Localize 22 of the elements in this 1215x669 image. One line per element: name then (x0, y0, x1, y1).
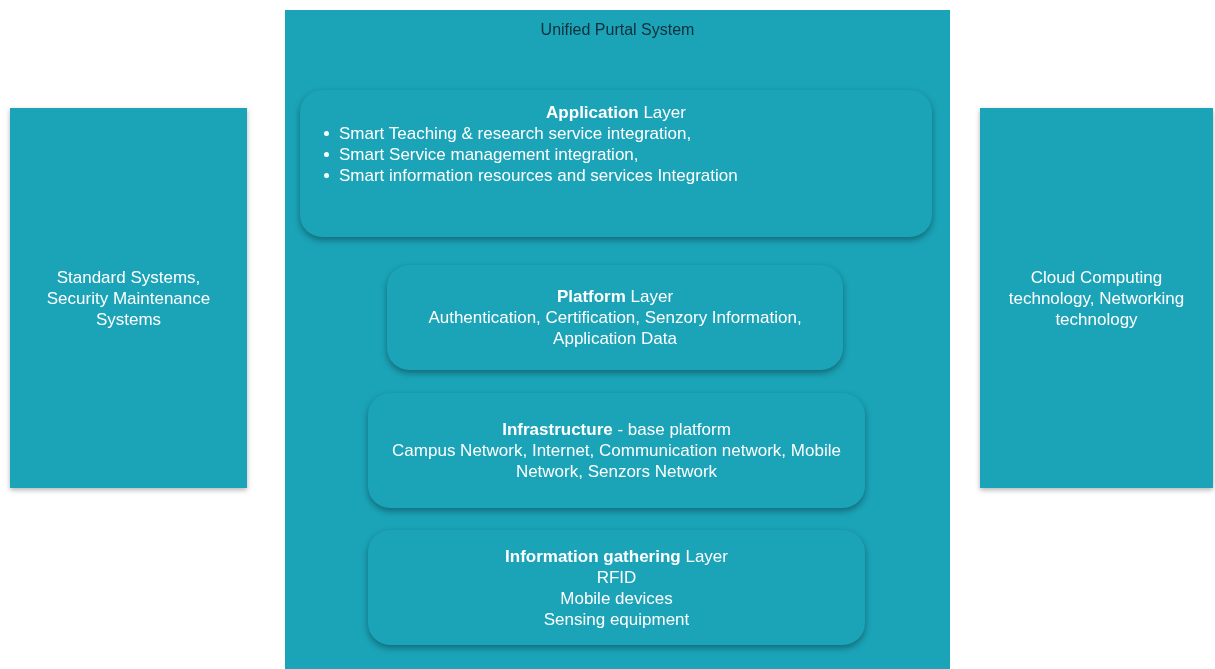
layer-text: Campus Network, Internet, Communication network, Mobile Network, Senzors Network (392, 440, 841, 482)
panel-title: Unified Purtal System (540, 20, 695, 40)
layer-card (387, 265, 843, 370)
layer-text: Standard Systems, Security Maintenance Systems (45, 266, 212, 330)
layer-text: Mobile devices (560, 587, 673, 609)
system-panel (285, 10, 950, 669)
bullet-text: Smart information resources and services Integration (339, 165, 738, 186)
layer-title: Application Layer (546, 102, 686, 123)
side-panel (980, 108, 1213, 488)
layer-title: Platform Layer (556, 286, 674, 307)
layer-card (300, 90, 932, 237)
layer-card (368, 530, 865, 645)
side-panel (10, 108, 247, 488)
layer-title: Information gathering Layer (505, 545, 728, 567)
layer-text: Authentication, Certification, Senzory Information, Application Data (427, 307, 803, 349)
layer-card (368, 393, 865, 508)
layer-text: RFID (596, 566, 637, 588)
layer-text: Sensing equipment (543, 608, 690, 630)
bullet-text: Smart Service management integration, (339, 144, 639, 165)
layer-text: Cloud Computing technology, Networking technology (1007, 266, 1186, 330)
layer-title: Infrastructure - base platform (502, 419, 731, 440)
bullet-text: Smart Teaching & research service integration, (339, 123, 692, 144)
